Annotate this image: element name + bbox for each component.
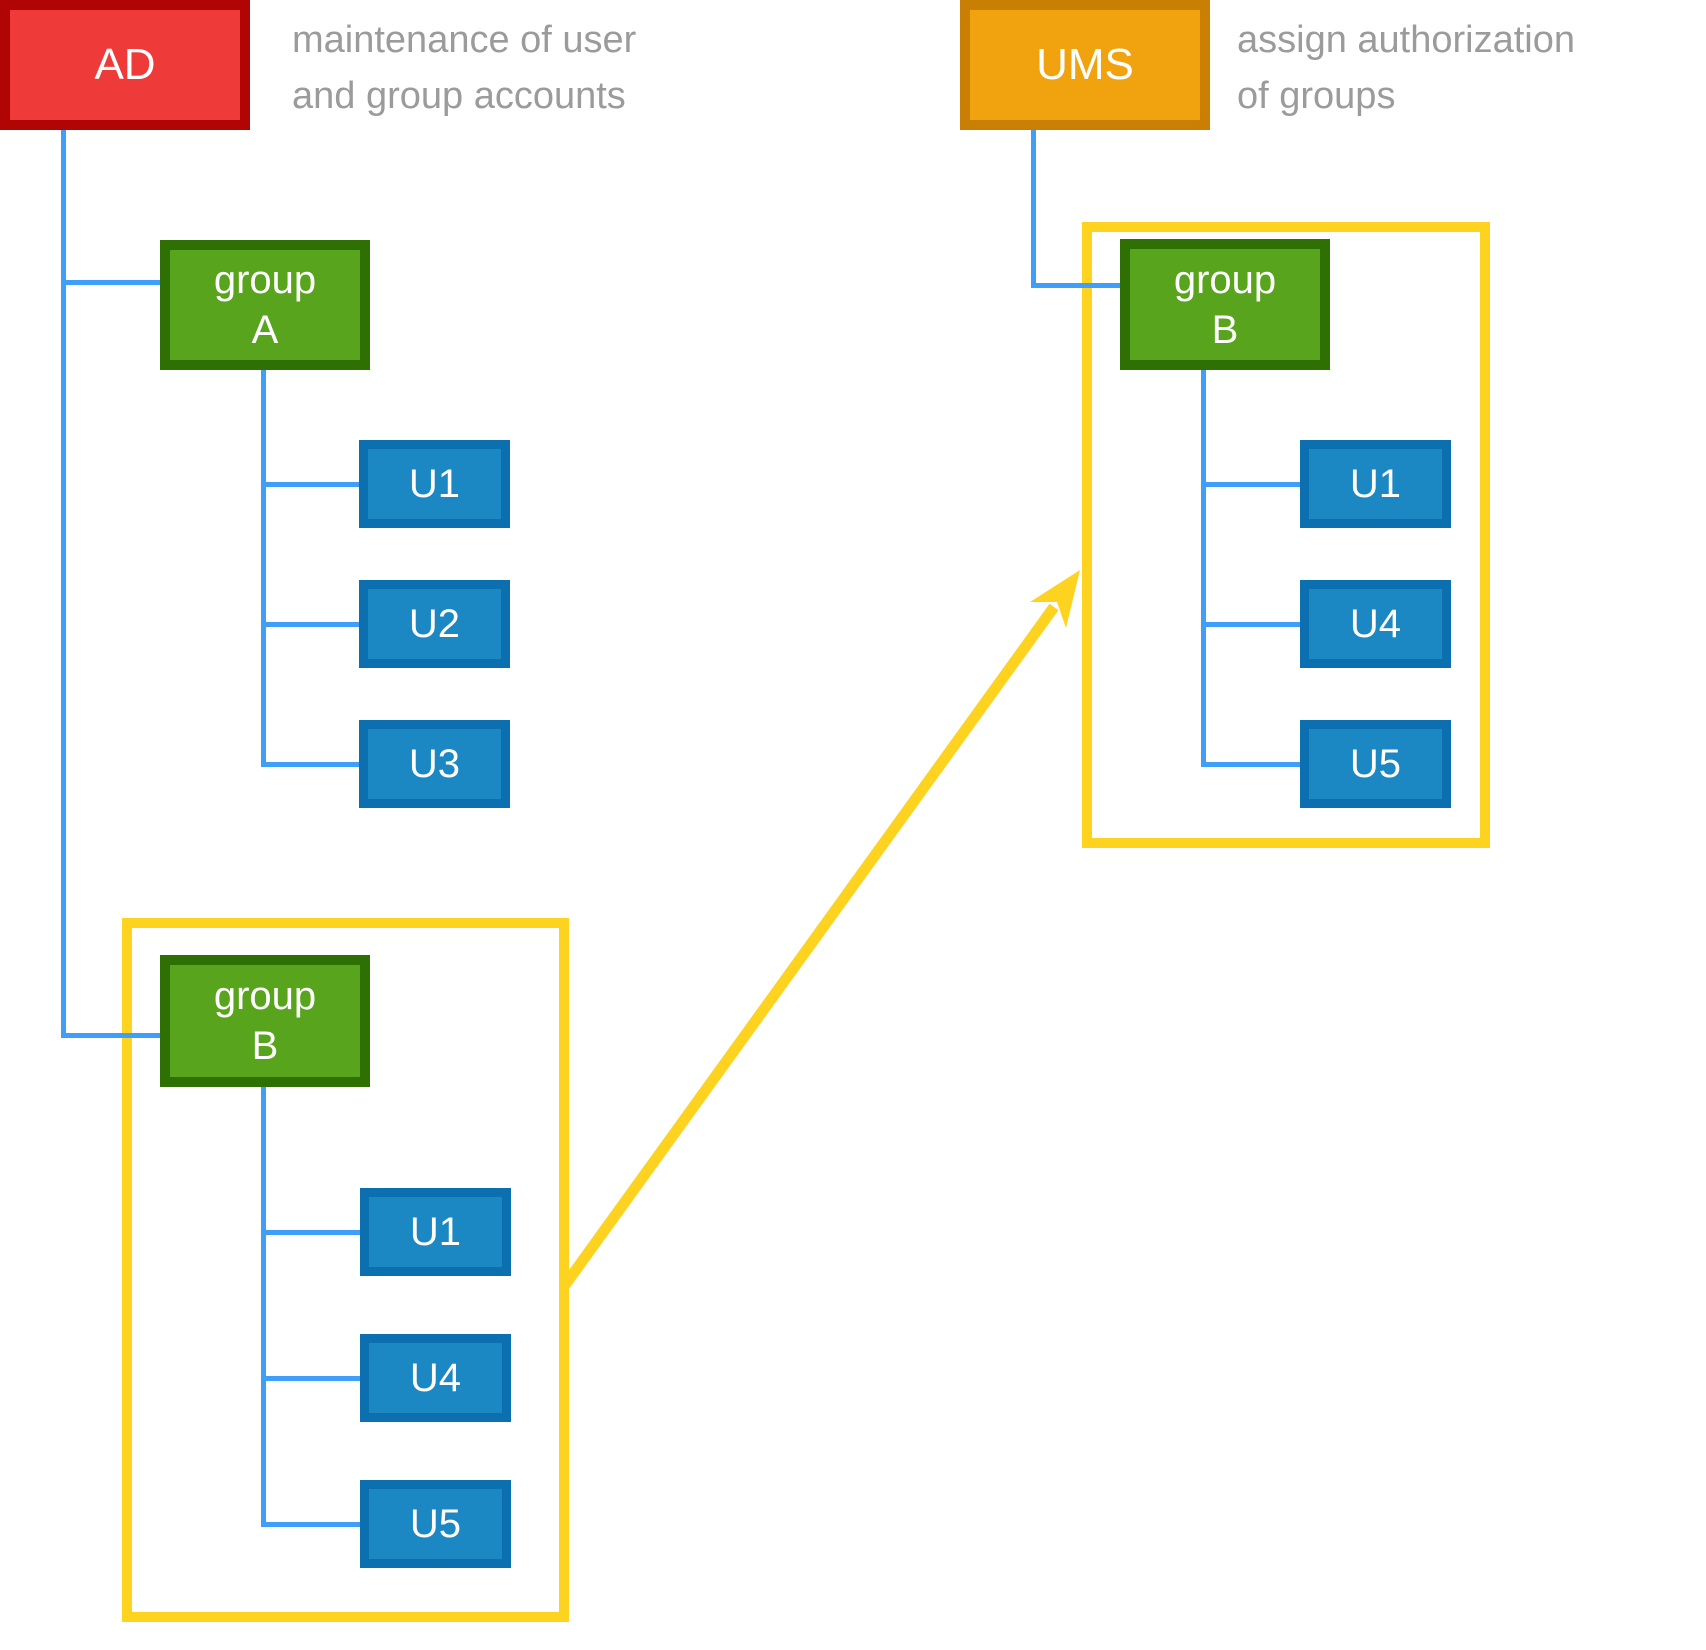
- ad-to-group-b-line: [61, 1033, 160, 1038]
- right-group-b-to-u4-line: [1201, 622, 1300, 627]
- left-group-a-user-1-label: U1: [408, 461, 461, 506]
- ums-label: UMS: [1036, 40, 1134, 89]
- right-group-b-user-3-label: U5: [1349, 741, 1402, 786]
- right-group-b-user-2-box: U4: [1300, 580, 1451, 668]
- left-group-b-user-3-label: U5: [409, 1501, 462, 1546]
- highlight-rect-ums-group-b: [1082, 222, 1490, 848]
- left-group-b-user-3-box: U5: [360, 1480, 511, 1568]
- left-group-b-box: group B: [160, 955, 370, 1087]
- left-group-a-box: group A: [160, 240, 370, 370]
- ums-to-group-b-line: [1031, 283, 1120, 288]
- left-group-b-user-1-label: U1: [409, 1209, 462, 1254]
- right-group-b-user-3-box: U5: [1300, 720, 1451, 808]
- ad-caption: maintenance of user and group accounts: [292, 12, 636, 124]
- right-group-b-user-2-label: U4: [1349, 601, 1402, 646]
- left-group-b-to-u1-line: [261, 1230, 360, 1235]
- right-group-b-to-u5-line: [1201, 762, 1300, 767]
- right-group-b-letter: B: [1211, 307, 1239, 352]
- ums-caption-line-2: of groups: [1237, 75, 1396, 117]
- right-group-b-name: group: [1173, 257, 1277, 302]
- left-group-b-to-u4-line: [261, 1376, 360, 1381]
- left-group-b-trunk-line: [261, 1087, 266, 1527]
- left-group-a-letter: A: [251, 308, 279, 352]
- ad-caption-line-1: maintenance of user: [292, 19, 637, 61]
- left-group-a-user-3-box: U3: [359, 720, 510, 808]
- ums-trunk-line: [1031, 130, 1036, 288]
- right-group-b-user-1-box: U1: [1300, 440, 1451, 528]
- right-group-b-trunk-line: [1201, 370, 1206, 767]
- left-group-a-user-2-label: U2: [408, 601, 461, 646]
- ums-box: UMS: [960, 0, 1210, 130]
- group-transfer-arrowhead-icon: [1030, 570, 1080, 628]
- right-group-b-box: group B: [1120, 239, 1330, 370]
- right-group-b-to-u1-line: [1201, 482, 1300, 487]
- left-group-b-user-2-label: U4: [409, 1355, 462, 1400]
- group-a-to-u2-line: [261, 622, 359, 627]
- left-group-a-name: group: [213, 258, 317, 302]
- left-group-b-to-u5-line: [261, 1522, 360, 1527]
- ad-caption-line-2: and group accounts: [292, 75, 626, 117]
- group-transfer-arrow-shaft: [560, 603, 1059, 1289]
- left-group-b-name: group: [213, 974, 317, 1018]
- right-group-b-user-1-label: U1: [1349, 461, 1402, 506]
- left-group-b-user-2-box: U4: [360, 1334, 511, 1422]
- ad-box: AD: [0, 0, 250, 130]
- ad-to-group-a-line: [61, 280, 160, 285]
- ums-caption-line-1: assign authorization: [1237, 19, 1575, 61]
- left-group-a-user-2-box: U2: [359, 580, 510, 668]
- ad-label: AD: [94, 40, 156, 89]
- ums-caption: assign authorization of groups: [1237, 12, 1575, 124]
- group-a-trunk-line: [261, 370, 266, 767]
- ad-trunk-line: [61, 130, 66, 1038]
- group-a-to-u3-line: [261, 762, 359, 767]
- left-group-b-letter: B: [251, 1024, 279, 1068]
- left-group-a-user-1-box: U1: [359, 440, 510, 528]
- left-group-a-user-3-label: U3: [408, 741, 461, 786]
- left-group-b-user-1-box: U1: [360, 1188, 511, 1276]
- group-a-to-u1-line: [261, 482, 359, 487]
